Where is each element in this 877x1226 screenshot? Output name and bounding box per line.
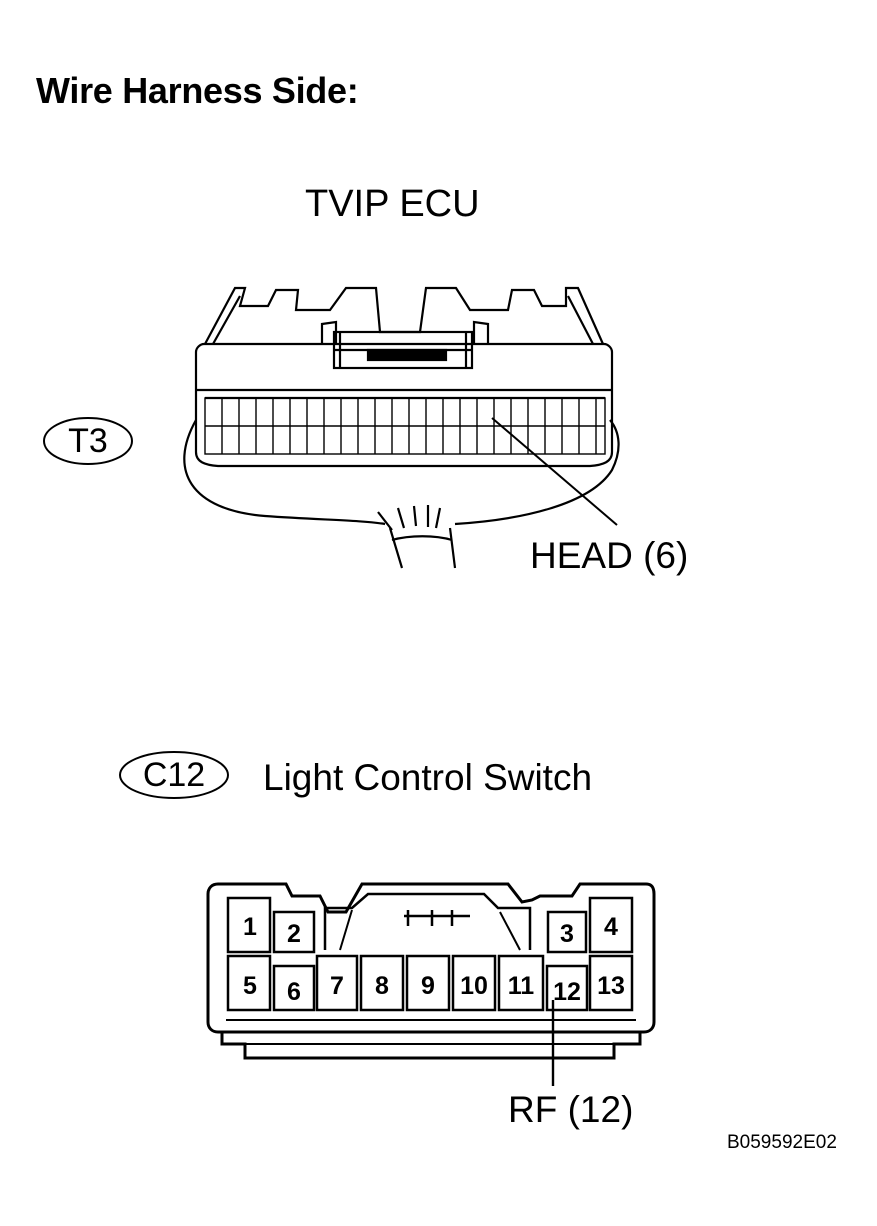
pin-9: 9: [421, 972, 435, 1000]
pin-6: 6: [287, 978, 301, 1006]
page-heading: Wire Harness Side:: [36, 70, 359, 111]
pin-8: 8: [375, 972, 389, 1000]
t3-code-ellipse: [43, 417, 133, 465]
pin-12: 12: [553, 978, 581, 1006]
c12-connector-drawing: [206, 882, 656, 1060]
c12-pin-numbers: 1 2 3 4 5 6 7 8 9 10 11 12 13: [243, 913, 625, 1006]
t3-connector-drawing: [183, 286, 620, 569]
rf-terminal-label: RF (12): [508, 1089, 634, 1130]
pin-13: 13: [597, 972, 625, 1000]
t3-terminal-grid: [204, 397, 606, 455]
pin-5: 5: [243, 972, 257, 1000]
t3-connector-code: T3: [68, 422, 108, 460]
head-terminal-label: HEAD (6): [530, 535, 689, 576]
c12-code-ellipse: [119, 751, 229, 799]
figure-id: B059592E02: [727, 1132, 837, 1153]
pin-3: 3: [560, 920, 574, 948]
pin-10: 10: [460, 972, 488, 1000]
c12-connector-title: Light Control Switch: [263, 757, 593, 798]
c12-connector-code: C12: [142, 756, 206, 794]
t3-connector-title: TVIP ECU: [305, 183, 480, 225]
head-leader-line: [491, 417, 618, 526]
pin-4: 4: [604, 913, 618, 941]
pin-2: 2: [287, 920, 301, 948]
pin-1: 1: [243, 913, 257, 941]
pin-7: 7: [330, 972, 344, 1000]
pin-11: 11: [508, 972, 535, 1000]
